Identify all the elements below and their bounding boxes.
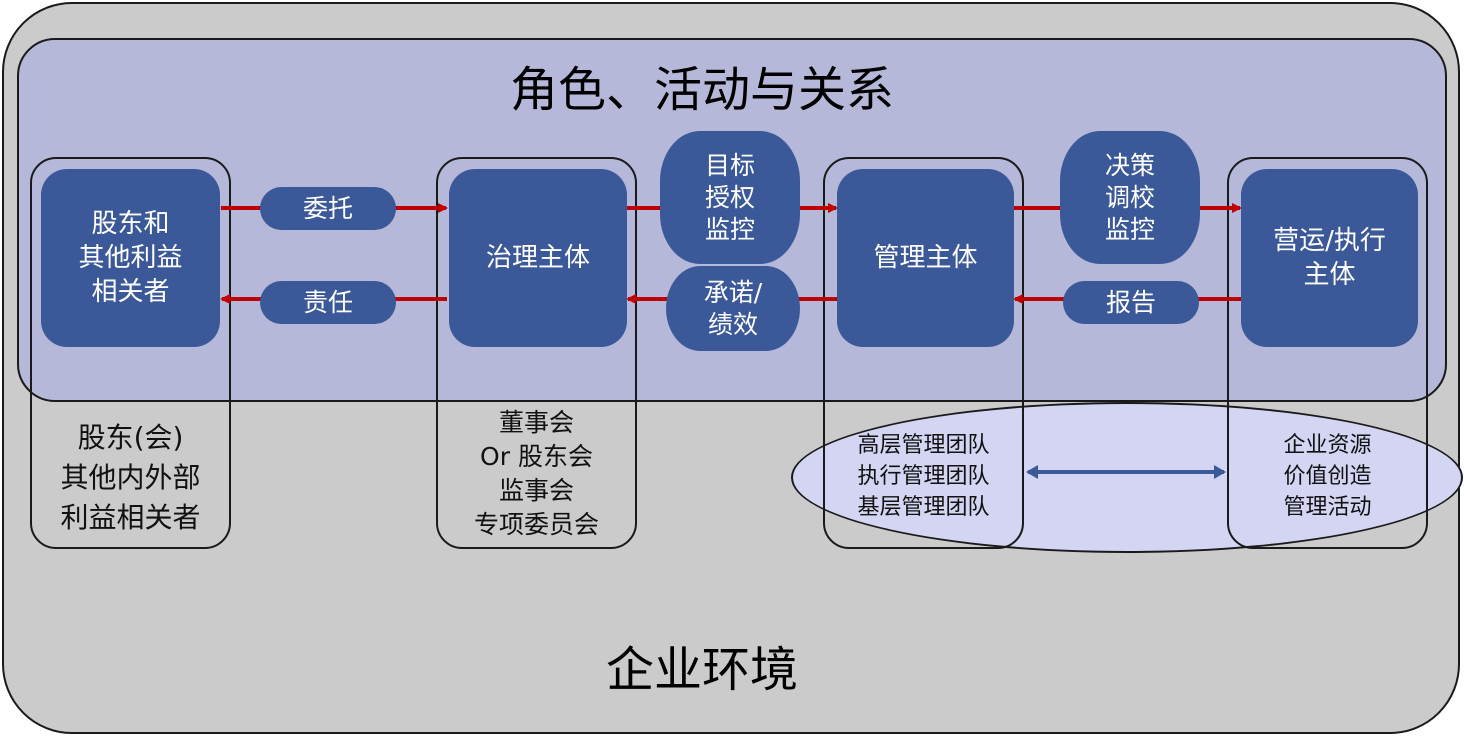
governance-node: 治理主体: [449, 169, 627, 347]
operations-members: 企业资源 价值创造 管理活动: [1283, 433, 1372, 520]
stakeholder-group-outline: [30, 157, 231, 549]
management-members: 高层管理团队 执行管理团队 基层管理团队: [857, 433, 990, 520]
entrust-label: 委托: [260, 187, 396, 230]
decision-adjustment-label: 决策 调校 监控: [1060, 131, 1200, 264]
operations-node: 营运/执行 主体: [1241, 169, 1418, 347]
commitment-performance-label: 承诺/ 绩效: [666, 266, 800, 351]
goals-authorization-label: 目标 授权 监控: [660, 131, 800, 264]
responsibility-label: 责任: [260, 281, 396, 324]
stakeholders-node: 股东和 其他利益 相关者: [41, 169, 220, 347]
governance-group-outline: [436, 157, 637, 549]
environment-label: 企业环境: [605, 642, 798, 698]
report-label: 报告: [1063, 281, 1199, 324]
management-group-outline: [823, 157, 1024, 549]
operations-group-outline: [1227, 157, 1428, 549]
stakeholders-members: 股东(会) 其他内外部 利益相关者: [60, 421, 201, 534]
governance-members: 董事会 Or 股东会 监事会 专项委员会: [473, 408, 599, 539]
management-node: 管理主体: [837, 169, 1014, 347]
diagram-title: 角色、活动与关系: [509, 62, 894, 118]
